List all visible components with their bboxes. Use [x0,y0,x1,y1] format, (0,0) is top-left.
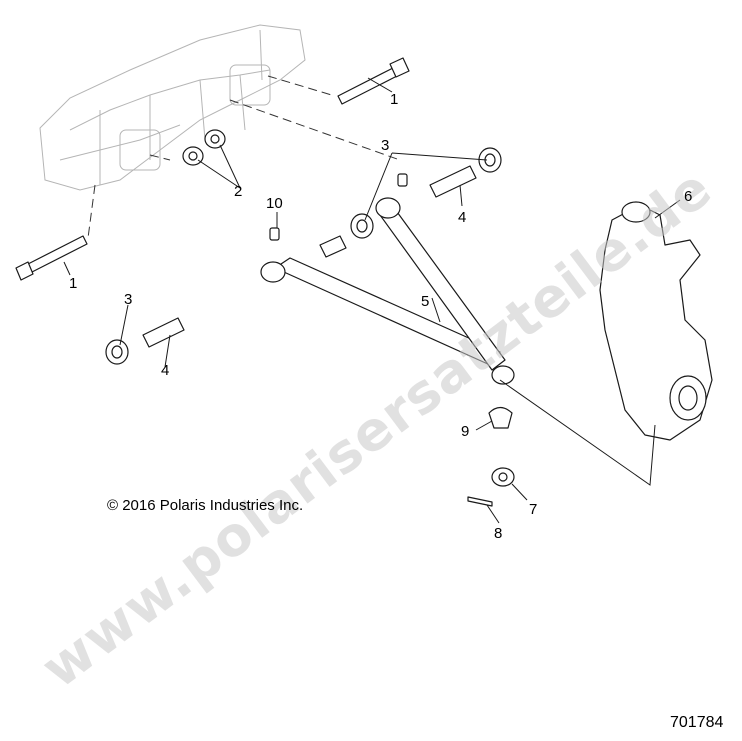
cotter-pin [467,496,493,507]
callout-1-lower: 1 [69,275,77,292]
castle-nut [491,467,515,487]
frame-ghost [39,24,306,191]
callout-9: 9 [461,423,469,440]
steering-knuckle [599,201,713,441]
sleeves [142,165,477,348]
callout-1-upper: 1 [390,91,398,108]
nuts [182,129,226,166]
callout-8: 8 [494,525,502,542]
callout-5: 5 [421,293,429,310]
callout-3-lower: 3 [124,291,132,308]
bolt-upper [337,57,410,105]
callout-4-upper: 4 [458,209,466,226]
bolt-lower [15,235,88,281]
copyright-notice: © 2016 Polaris Industries Inc. [107,497,303,514]
boot [488,406,513,429]
alignment-lines [87,75,401,239]
a-arm [260,197,515,385]
callout-6: 6 [684,188,692,205]
callout-7: 7 [529,501,537,518]
callout-10: 10 [266,195,283,212]
document-number: 701784 [670,714,723,731]
callout-labels: 1 1 2 3 3 4 4 5 6 7 8 9 10 [69,91,692,542]
watermark: www.polarisersatzteile.de [30,156,723,700]
callout-3-upper: 3 [381,137,389,154]
bushings [105,147,502,365]
leader-lines [63,77,681,524]
grease-fitting [269,173,408,241]
callout-4-lower: 4 [161,362,169,379]
callout-2: 2 [234,183,242,200]
